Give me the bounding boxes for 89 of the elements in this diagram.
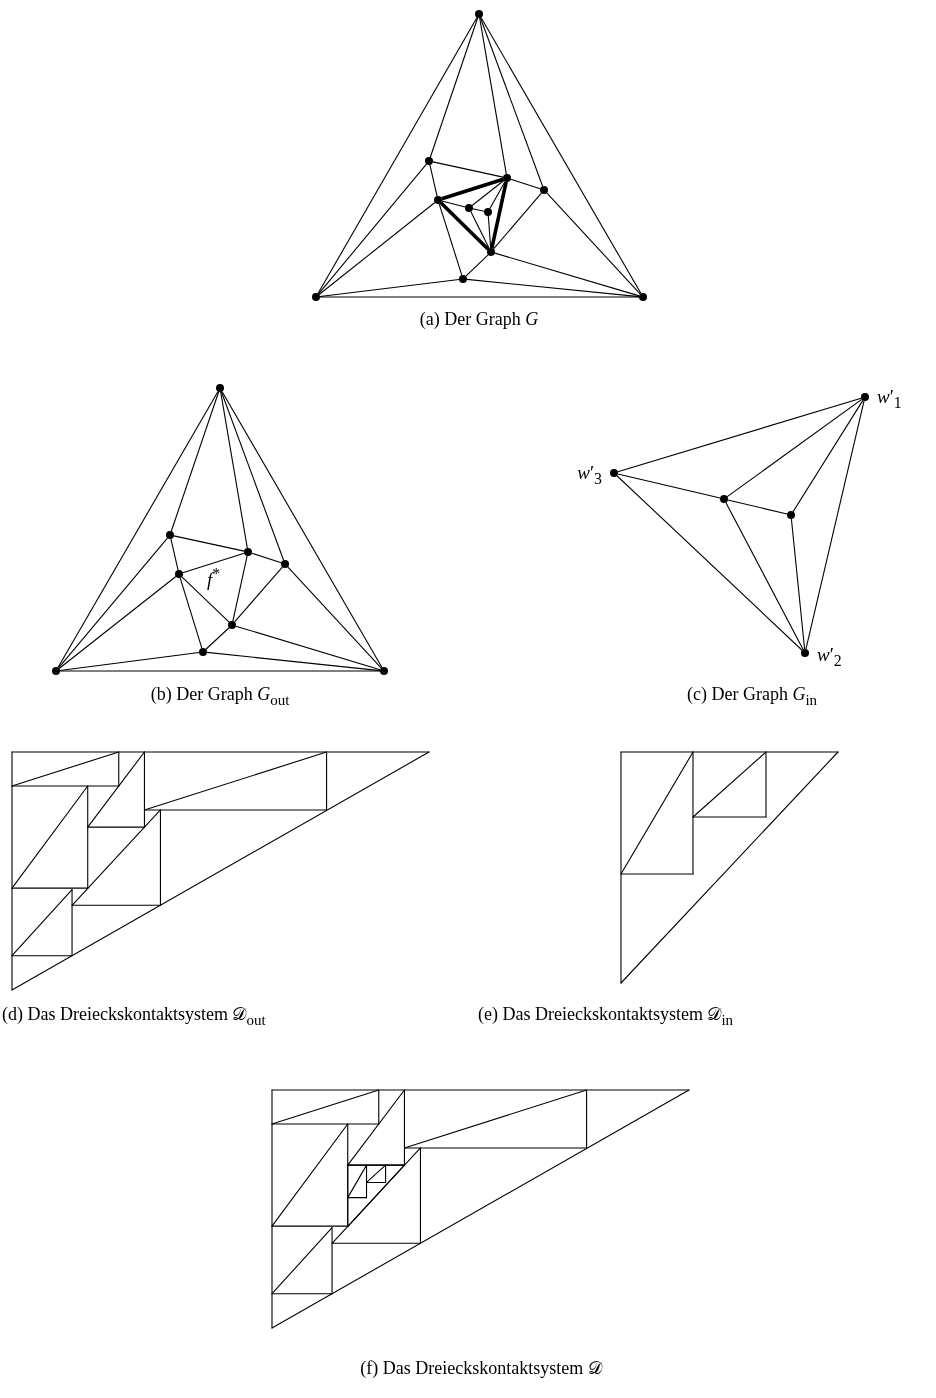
figure-caption: (c) Der Graph G$_{in}$ [686, 684, 818, 709]
graph-edge [489, 180, 506, 210]
graph-edge [726, 398, 863, 498]
graph-edge [439, 201, 490, 251]
vertex-dot [639, 293, 647, 301]
graph-edge [179, 577, 203, 649]
graph-edge [319, 296, 640, 298]
vertex-dot [459, 275, 467, 283]
vertex-dot [610, 469, 618, 477]
graph-edge [318, 163, 427, 295]
figure-caption: (a) Der Graph G [419, 309, 539, 331]
graph-edge [181, 576, 230, 623]
vertex-dot [801, 649, 809, 657]
graph-edge [317, 16, 478, 295]
graph-edge [429, 164, 438, 197]
graph-edge [220, 391, 248, 549]
vertex-label: w′$_{2}$ [817, 645, 842, 669]
vertex-dot [720, 495, 728, 503]
graph-edge [173, 535, 245, 552]
graph-edge [432, 161, 504, 178]
graph-edge [471, 179, 505, 207]
graph-edge [429, 17, 479, 158]
graph-edge [465, 254, 489, 277]
vertex-dot [52, 667, 60, 675]
vertex-dot [787, 511, 795, 519]
graph-edge [441, 177, 504, 201]
graph-edge [487, 215, 492, 249]
vertex-dot [199, 648, 207, 656]
graph-edge [617, 473, 721, 499]
vertex-dot [465, 204, 473, 212]
graph-edge [59, 651, 200, 672]
graph-edge [790, 518, 806, 650]
figure-caption: (f) Das Dreieckskontaktsystem 𝒟 [360, 1358, 602, 1380]
figure-caption: (d) Das Dreieckskontaktsystem 𝒟$_{out}$ [2, 1004, 266, 1029]
graph-edge [493, 192, 542, 250]
graph-edge [725, 502, 804, 650]
graph-edge [57, 390, 219, 669]
vertex-dot [312, 293, 320, 301]
graph-edge [232, 555, 248, 622]
vertex-dot [540, 186, 548, 194]
vertex-dot [228, 621, 236, 629]
figure-caption: (b) Der Graph G$_{out}$ [150, 684, 290, 709]
vertex-dot [216, 384, 224, 392]
graph-edge [58, 537, 168, 669]
vertex-dot [425, 157, 433, 165]
graph-edge [792, 399, 864, 513]
graph-edge [59, 670, 381, 672]
vertex-dot [380, 667, 388, 675]
graph-edge [205, 627, 230, 650]
graph-edge [494, 252, 640, 297]
graph-edge [546, 192, 641, 295]
graph-edge [287, 566, 382, 669]
graph-edge [251, 552, 282, 564]
figure-caption: (e) Das Dreieckskontaktsystem 𝒟$_{in}$ [478, 1004, 734, 1029]
face-label: f$^{*}$ [207, 566, 221, 590]
vertex-dot [861, 393, 869, 401]
vertex-dot [281, 560, 289, 568]
graph-edge [479, 17, 507, 175]
graph-edge [441, 200, 466, 208]
graph-edge [220, 391, 285, 561]
graph-edge [234, 566, 283, 623]
vertex-dot [503, 174, 511, 182]
graph-edge [472, 208, 485, 212]
graph-edge [170, 391, 220, 532]
vertex-dot [244, 548, 252, 556]
graph-edge [170, 538, 179, 571]
vertex-label: w′$_{3}$ [577, 463, 602, 487]
graph-edge [58, 575, 177, 670]
graph-edge [479, 17, 544, 187]
graph-edge [616, 475, 803, 651]
graph-edge [727, 499, 788, 515]
graph-edge [235, 625, 381, 671]
graph-edge [490, 181, 508, 249]
vertex-dot [434, 196, 442, 204]
vertex-dot [475, 10, 483, 18]
graph-edge [470, 211, 490, 249]
graph-edge [617, 397, 862, 473]
graph-edge [480, 16, 642, 295]
graph-edge [182, 552, 245, 574]
graph-edge [318, 201, 436, 296]
vertex-label: w′$_{1}$ [877, 387, 902, 411]
graph-edge [510, 178, 541, 190]
graph-edge [438, 203, 463, 276]
vertex-dot [484, 208, 492, 216]
graph-edge [221, 390, 383, 669]
vertex-dot [487, 248, 495, 256]
vertex-dot [175, 570, 183, 578]
vertex-dot [166, 531, 174, 539]
graph-edge [805, 400, 865, 650]
